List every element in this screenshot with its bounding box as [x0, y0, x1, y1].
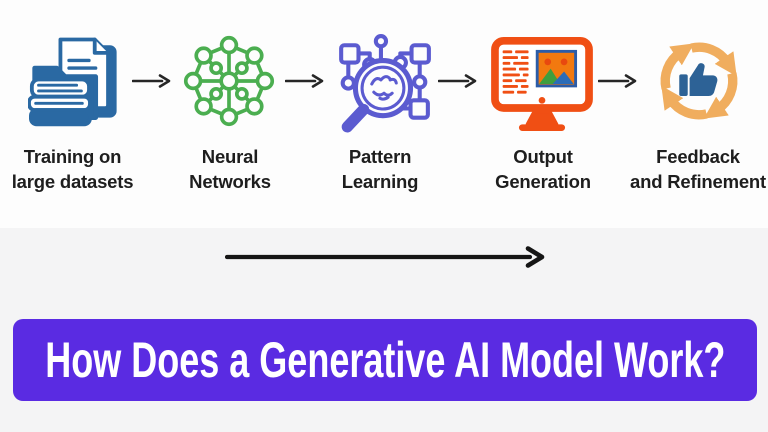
step-label-line: Output [513, 146, 573, 167]
step-label-line: Feedback [656, 146, 740, 167]
output-generation-icon [489, 36, 595, 137]
step-label-line: large datasets [11, 171, 134, 192]
step-label-line: Neural [201, 146, 259, 167]
step-label-training: Training on large datasets [0, 144, 145, 194]
feedback-refinement-icon [652, 34, 746, 133]
step-label-line: Networks [189, 171, 271, 192]
step-label-feedback: Feedback and Refinement [622, 144, 768, 194]
right-arrow-icon [597, 73, 638, 89]
right-arrow-icon [284, 73, 325, 89]
training-datasets-icon [27, 30, 130, 135]
long-right-arrow-icon [224, 246, 545, 268]
step-label-line: Learning [341, 171, 419, 192]
step-label-neural: Neural Networks [160, 144, 300, 194]
pattern-learning-icon [333, 32, 435, 139]
step-label-line: and Refinement [630, 171, 766, 192]
title-banner: How Does a Generative AI Model Work? [13, 319, 757, 401]
neural-networks-icon [180, 35, 278, 132]
step-label-line: Generation [495, 171, 591, 192]
right-arrow-icon [131, 73, 172, 89]
step-label-output: Output Generation [473, 144, 613, 194]
right-arrow-icon [437, 73, 478, 89]
step-label-line: Training on [23, 146, 122, 167]
page-title: How Does a Generative AI Model Work? [44, 332, 726, 388]
thumbs-up-icon [679, 63, 718, 97]
step-label-pattern: Pattern Learning [310, 144, 450, 194]
step-label-line: Pattern [348, 146, 412, 167]
